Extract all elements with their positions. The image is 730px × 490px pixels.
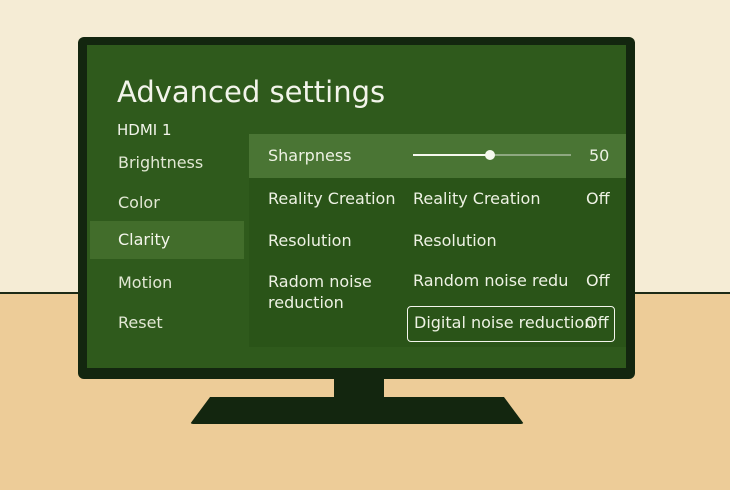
sharpness-row[interactable] bbox=[249, 134, 626, 178]
nav-item-clarity[interactable]: Clarity bbox=[90, 221, 244, 259]
resolution-option[interactable]: Resolution bbox=[413, 231, 497, 250]
random-noise-reduction-option[interactable]: Random noise redu bbox=[413, 271, 569, 290]
digital-noise-reduction-value: Off bbox=[585, 313, 609, 332]
tv-stand-base bbox=[190, 397, 524, 424]
resolution-label[interactable]: Resolution bbox=[268, 231, 352, 250]
reality-creation-value: Off bbox=[586, 189, 610, 208]
tv-screen: Advanced settings HDMI 1 Brightness Colo… bbox=[87, 45, 626, 368]
digital-noise-reduction-option[interactable]: Digital noise reduction bbox=[414, 313, 595, 332]
nav-item-color[interactable]: Color bbox=[118, 193, 160, 212]
nav-item-motion[interactable]: Motion bbox=[118, 273, 173, 292]
reality-creation-label[interactable]: Reality Creation bbox=[268, 189, 396, 208]
sharpness-slider-fill bbox=[413, 154, 491, 156]
page-title: Advanced settings bbox=[117, 75, 386, 109]
nav-item-reset[interactable]: Reset bbox=[118, 313, 163, 332]
noise-reduction-label-line1[interactable]: Radom noise bbox=[268, 272, 372, 291]
sharpness-value: 50 bbox=[589, 146, 610, 165]
sharpness-slider-thumb[interactable] bbox=[485, 150, 495, 160]
random-noise-reduction-value: Off bbox=[586, 271, 610, 290]
input-source-label: HDMI 1 bbox=[117, 121, 172, 139]
tv-bezel: Advanced settings HDMI 1 Brightness Colo… bbox=[78, 37, 635, 379]
sharpness-label: Sharpness bbox=[268, 146, 352, 165]
digital-noise-reduction-focus[interactable] bbox=[407, 306, 615, 342]
settings-panel: Sharpness 50 Reality Creation Reality Cr… bbox=[249, 134, 626, 347]
nav-item-brightness[interactable]: Brightness bbox=[118, 153, 204, 172]
reality-creation-option[interactable]: Reality Creation bbox=[413, 189, 541, 208]
noise-reduction-label-line2[interactable]: reduction bbox=[268, 293, 344, 312]
